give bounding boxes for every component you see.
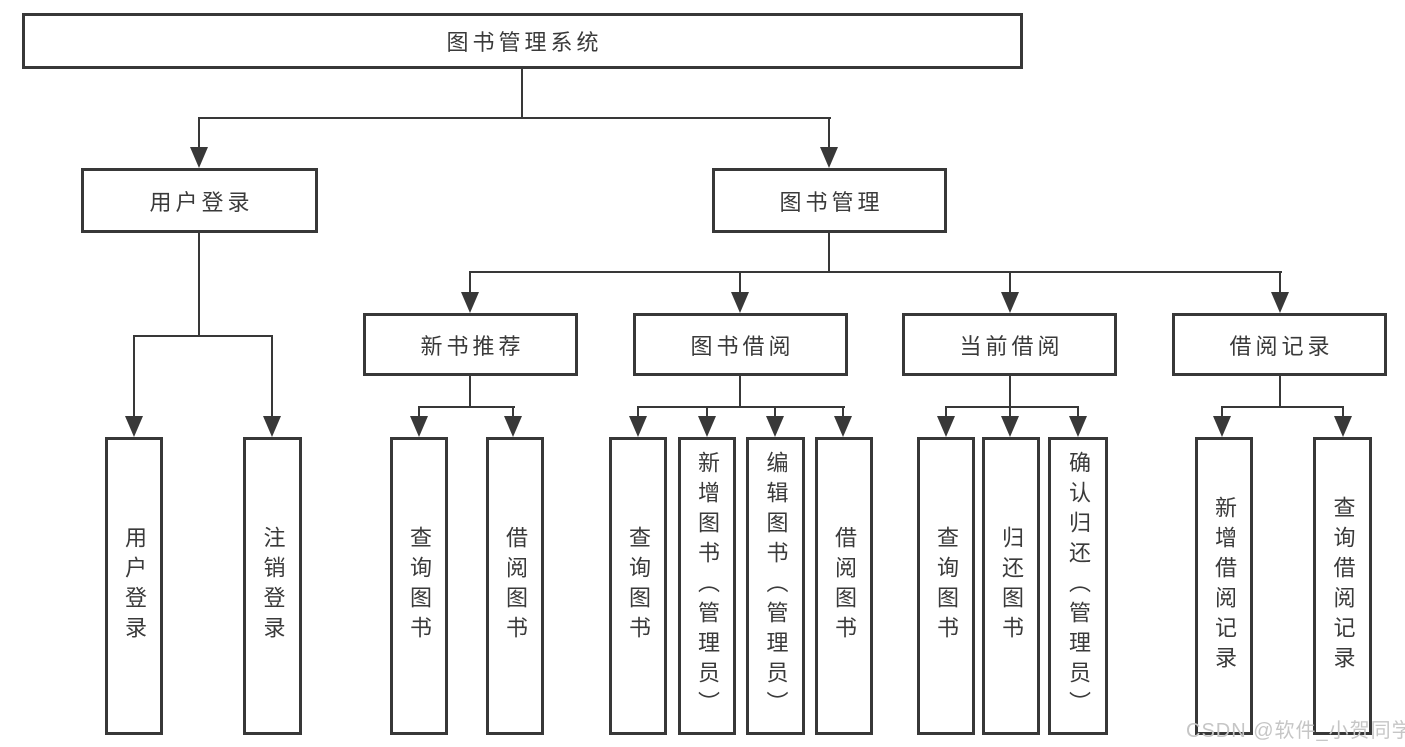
node-borrowing-records: 借阅记录 bbox=[1172, 313, 1387, 376]
arrow-down-icon bbox=[1334, 416, 1352, 437]
connector-line bbox=[1009, 271, 1011, 297]
node-label: 新书推荐 bbox=[420, 333, 525, 359]
arrow-down-icon bbox=[504, 416, 522, 437]
connector-line bbox=[1221, 406, 1223, 418]
node-current-borrowing: 当前借阅 bbox=[902, 313, 1117, 376]
connector-line bbox=[828, 233, 830, 273]
node-label: 查询借阅记录 bbox=[1330, 496, 1356, 676]
connector-line bbox=[418, 406, 515, 408]
arrow-down-icon bbox=[629, 416, 647, 437]
node-label: 借阅图书 bbox=[832, 526, 857, 646]
node-label: 编辑图书（管理员） bbox=[763, 451, 789, 721]
connector-line bbox=[637, 406, 639, 418]
node-label: 借阅记录 bbox=[1229, 333, 1334, 359]
node-label: 图书借阅 bbox=[690, 333, 795, 359]
node-label: 查询图书 bbox=[934, 526, 959, 646]
arrow-down-icon bbox=[1213, 416, 1231, 437]
connector-line bbox=[198, 233, 200, 337]
connector-line bbox=[469, 271, 1282, 273]
arrow-down-icon bbox=[820, 147, 838, 168]
leaf-edit-book-admin: 编辑图书（管理员） bbox=[746, 437, 805, 735]
arrow-down-icon bbox=[937, 416, 955, 437]
node-label: 查询图书 bbox=[626, 526, 651, 646]
connector-line bbox=[133, 335, 135, 420]
connector-line bbox=[842, 406, 844, 418]
leaf-query-books-recommend: 查询图书 bbox=[390, 437, 448, 735]
arrow-down-icon bbox=[834, 416, 852, 437]
node-new-book-recommendation: 新书推荐 bbox=[363, 313, 578, 376]
arrow-down-icon bbox=[1001, 416, 1019, 437]
node-label: 注销登录 bbox=[260, 526, 286, 646]
node-label: 确认归还（管理员） bbox=[1066, 451, 1091, 721]
leaf-borrow-books-borrowing: 借阅图书 bbox=[815, 437, 873, 735]
leaf-add-book-admin: 新增图书（管理员） bbox=[678, 437, 736, 735]
arrow-down-icon bbox=[731, 292, 749, 313]
connector-line bbox=[637, 406, 845, 408]
connector-line bbox=[706, 406, 708, 418]
node-label: 当前借阅 bbox=[959, 333, 1064, 359]
connector-line bbox=[133, 335, 273, 337]
leaf-logout: 注销登录 bbox=[243, 437, 302, 735]
node-label: 用户登录 bbox=[122, 526, 147, 646]
node-label: 归还图书 bbox=[999, 526, 1024, 646]
leaf-add-borrow-record: 新增借阅记录 bbox=[1195, 437, 1253, 735]
connector-line bbox=[828, 117, 830, 153]
arrow-down-icon bbox=[190, 147, 208, 168]
arrow-down-icon bbox=[263, 416, 281, 437]
connector-line bbox=[521, 69, 523, 118]
node-label: 查询图书 bbox=[407, 526, 432, 646]
arrow-down-icon bbox=[1271, 292, 1289, 313]
connector-line bbox=[198, 117, 200, 153]
leaf-borrow-books-recommend: 借阅图书 bbox=[486, 437, 544, 735]
arrow-down-icon bbox=[410, 416, 428, 437]
connector-line bbox=[739, 376, 741, 408]
connector-line bbox=[198, 117, 831, 119]
arrow-down-icon bbox=[461, 292, 479, 313]
node-book-management: 图书管理 bbox=[712, 168, 947, 233]
node-label: 借阅图书 bbox=[503, 526, 528, 646]
connector-line bbox=[418, 406, 420, 418]
arrow-down-icon bbox=[125, 416, 143, 437]
connector-line bbox=[1009, 376, 1011, 408]
connector-line bbox=[1009, 406, 1011, 418]
connector-line bbox=[1279, 376, 1281, 408]
leaf-query-borrow-record: 查询借阅记录 bbox=[1313, 437, 1372, 735]
arrow-down-icon bbox=[698, 416, 716, 437]
arrow-down-icon bbox=[766, 416, 784, 437]
leaf-confirm-return-admin: 确认归还（管理员） bbox=[1048, 437, 1108, 735]
leaf-user-login: 用户登录 bbox=[105, 437, 163, 735]
connector-line bbox=[1342, 406, 1344, 418]
arrow-down-icon bbox=[1069, 416, 1087, 437]
connector-line bbox=[1279, 271, 1281, 297]
connector-line bbox=[1221, 406, 1344, 408]
connector-line bbox=[271, 335, 273, 420]
connector-line bbox=[1077, 406, 1079, 418]
connector-line bbox=[512, 406, 514, 418]
node-book-borrowing: 图书借阅 bbox=[633, 313, 848, 376]
leaf-return-books: 归还图书 bbox=[982, 437, 1040, 735]
arrow-down-icon bbox=[1001, 292, 1019, 313]
connector-line bbox=[945, 406, 947, 418]
node-label: 图书管理系统 bbox=[446, 30, 603, 55]
node-label: 新增图书（管理员） bbox=[695, 451, 720, 721]
node-library-management-system: 图书管理系统 bbox=[22, 13, 1023, 69]
leaf-query-books-current: 查询图书 bbox=[917, 437, 975, 735]
node-user-login: 用户登录 bbox=[81, 168, 318, 233]
node-label: 图书管理 bbox=[779, 189, 884, 215]
connector-line bbox=[774, 406, 776, 418]
node-label: 用户登录 bbox=[149, 189, 254, 215]
connector-line bbox=[945, 406, 1079, 408]
node-label: 新增借阅记录 bbox=[1212, 496, 1237, 676]
csdn-watermark: CSDN @软件_小贺同学 bbox=[1186, 720, 1405, 742]
connector-line bbox=[469, 271, 471, 297]
connector-line bbox=[739, 271, 741, 297]
connector-line bbox=[469, 376, 471, 408]
leaf-query-books-borrowing: 查询图书 bbox=[609, 437, 667, 735]
